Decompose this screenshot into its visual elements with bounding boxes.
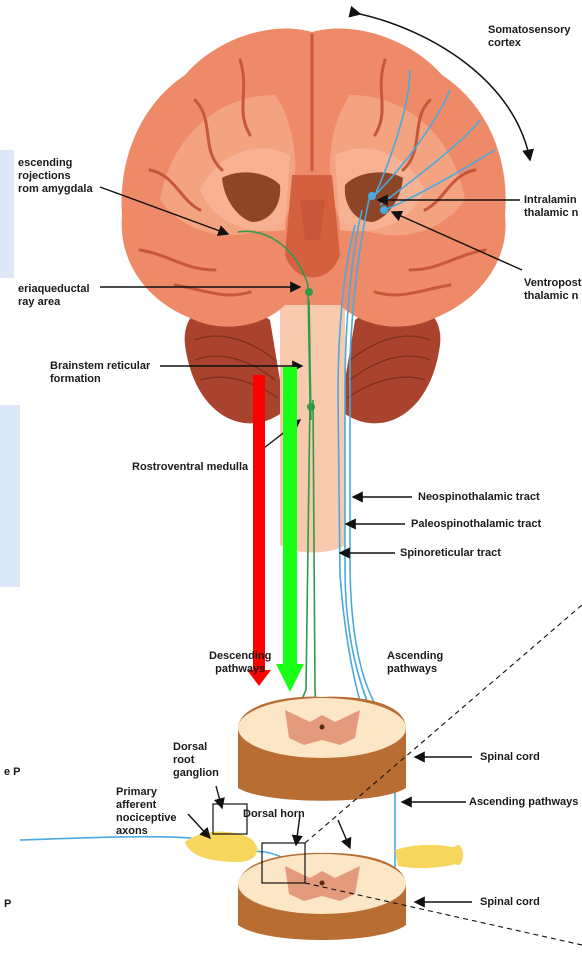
label-somatosensory-cortex: Somatosensory cortex [488, 24, 571, 50]
label-dorsal-horn: Dorsal horn [243, 808, 305, 821]
label-rostroventral: Rostroventral medulla [132, 461, 248, 474]
label-spinal-cord-upper: Spinal cord [480, 751, 540, 764]
label-ascending-pathways-top: Ascending pathways [387, 650, 443, 676]
label-neospinothalamic: Neospinothalamic tract [418, 491, 540, 504]
label-brainstem-reticular: Brainstem reticular formation [50, 360, 150, 386]
ganglion-box [213, 804, 247, 834]
label-ascending-pathways-side: Ascending pathways [469, 796, 578, 809]
label-descending-projections: escending rojections rom amygdala [18, 157, 93, 196]
label-primary-afferent: Primary afferent nociceptive axons [116, 786, 177, 838]
label-left-fragment-1: e P [4, 766, 21, 779]
label-intralaminar: Intralamin thalamic n [524, 194, 578, 220]
spinal-cord-upper [238, 697, 406, 801]
label-left-fragment-2: P [4, 898, 11, 911]
label-periaqueductal: eriaqueductal ray area [18, 283, 90, 309]
label-dorsal-root-ganglion: Dorsal root ganglion [173, 741, 219, 780]
label-spinal-cord-lower: Spinal cord [480, 896, 540, 909]
label-ventroposterior: Ventropost thalamic n [524, 277, 581, 303]
label-spinoreticular: Spinoreticular tract [400, 547, 501, 560]
label-paleospinothalamic: Paleospinothalamic tract [411, 518, 541, 531]
spinal-cord-lower [238, 853, 406, 940]
label-descending-pathways: Descending pathways [209, 650, 271, 676]
